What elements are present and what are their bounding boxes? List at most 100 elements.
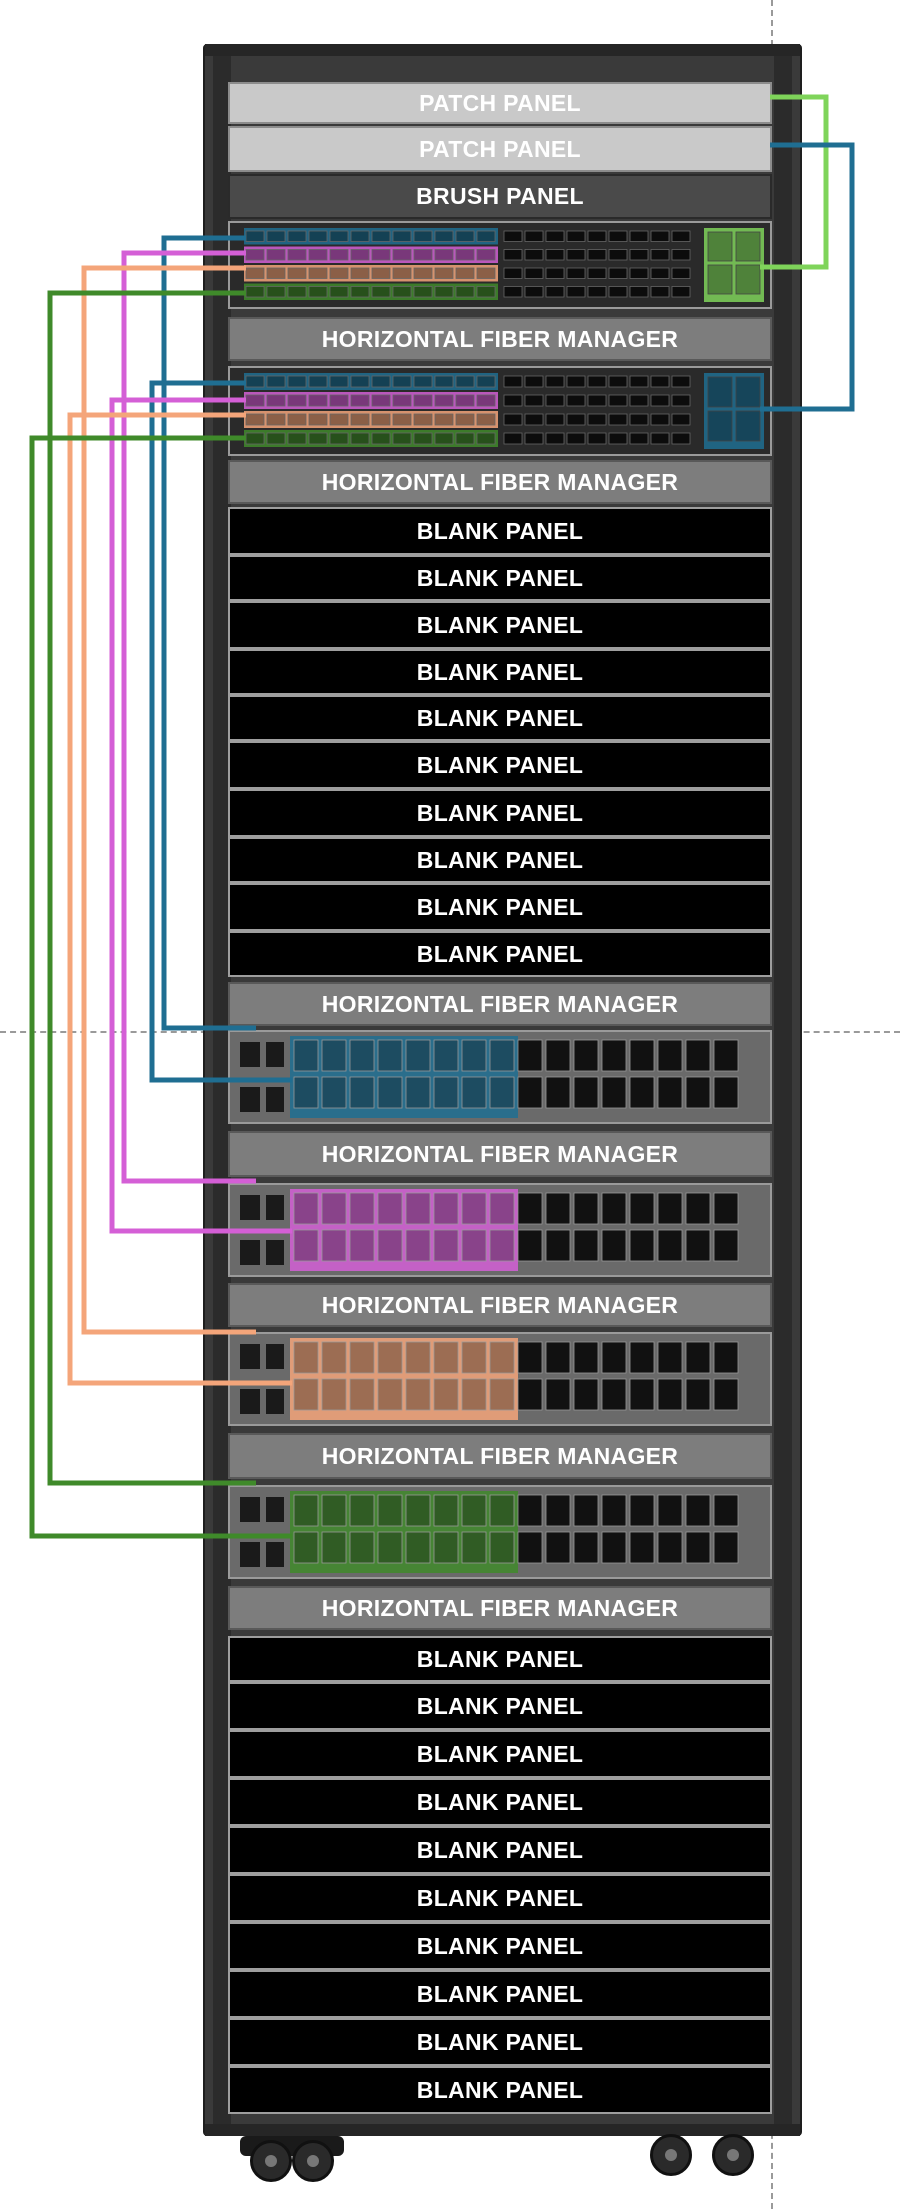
switch-port [433,1192,459,1225]
switch-port [545,249,565,261]
hfm-label: HORIZONTAL FIBER MANAGER [321,325,679,352]
switch-port [293,1039,319,1072]
switch-port [405,1494,431,1527]
switch-port [434,375,454,388]
switch-port [308,249,328,261]
switch-port [685,1039,711,1072]
switch-port [629,1494,655,1527]
blank-panel: BLANK PANEL [228,1922,772,1970]
switch-port [657,1378,683,1411]
switch-port [545,1229,571,1262]
switch-port [629,267,649,279]
switch-port [657,1076,683,1109]
switch-port [321,1229,347,1262]
uplink-port [735,376,761,408]
switch-port [608,413,628,426]
switch-port [524,375,544,388]
switch-port [392,230,412,242]
peach-uplink-cable [67,265,292,1386]
switch-port [545,375,565,388]
green-uplink-cable [29,290,292,1539]
switch-port [329,413,349,426]
left-wheel-2 [292,2140,334,2182]
switch-port [377,1076,403,1109]
switch-port [566,249,586,261]
switch-port [433,1039,459,1072]
switch-port [413,267,433,279]
blank-panel: BLANK PANEL [228,649,772,695]
switch-port [489,1531,515,1564]
switch-port [685,1229,711,1262]
switch-port [671,230,691,242]
blank-panel: BLANK PANEL [228,555,772,601]
switch-port [245,413,265,426]
switch-port [349,1229,375,1262]
blank-panel: BLANK PANEL [228,789,772,837]
uplink-port [707,410,733,442]
blank-panel: BLANK PANEL [228,1874,772,1922]
blank-panel-label: BLANK PANEL [416,611,584,638]
switch-port [573,1494,599,1527]
blank-panel-label: BLANK PANEL [416,1740,584,1767]
switch-port [433,1378,459,1411]
switch-port [405,1076,431,1109]
switch-port [329,267,349,279]
switch-port [371,432,391,445]
switch-port [392,432,412,445]
switch-port [266,249,286,261]
switch-port [489,1494,515,1527]
switch-port [350,413,370,426]
hfm-label: HORIZONTAL FIBER MANAGER [321,1594,679,1621]
blank-panel: BLANK PANEL [228,1778,772,1826]
switch-port [377,1341,403,1374]
switch-port [350,375,370,388]
switch-port [629,1531,655,1564]
switch-port [650,286,670,298]
switch-port [489,1378,515,1411]
mgmt-port [266,1344,284,1369]
switch-port [308,394,328,407]
light-green-patch-cable [760,94,829,270]
switch-port [349,1378,375,1411]
switch-port [566,413,586,426]
switch-port [245,267,265,279]
horizontal-fiber-manager: HORIZONTAL FIBER MANAGER [228,1283,772,1327]
switch-port [629,230,649,242]
switch-port [629,1378,655,1411]
switch-port [329,394,349,407]
switch-port [573,1378,599,1411]
switch-port [650,413,670,426]
switch-port [371,267,391,279]
switch-port [608,267,628,279]
switch-port [524,432,544,445]
blank-panel-label: BLANK PANEL [416,893,584,920]
switch-port [455,267,475,279]
blank-panel-label: BLANK PANEL [416,751,584,778]
switch-port [371,286,391,298]
switch-port [321,1531,347,1564]
switch-port [503,230,523,242]
switch-port [433,1229,459,1262]
switch-port [573,1229,599,1262]
rack-bottom-cap [205,2124,800,2136]
switch-port [350,286,370,298]
switch-port [629,1341,655,1374]
uplink-port [707,231,733,262]
right-wheel-1 [650,2134,692,2176]
switch-port [377,1378,403,1411]
switch-port [476,375,496,388]
switch-port [455,230,475,242]
switch-port [329,286,349,298]
switch-port [566,432,586,445]
switch-port [657,1039,683,1072]
switch-port [608,249,628,261]
blank-panel-label: BLANK PANEL [416,658,584,685]
horizontal-fiber-manager: HORIZONTAL FIBER MANAGER [228,1131,772,1177]
top-switch-2 [228,366,772,456]
switch-port [608,394,628,407]
mgmt-port [266,1542,284,1567]
switch-port [392,267,412,279]
switch-port [329,375,349,388]
switch-port [350,432,370,445]
